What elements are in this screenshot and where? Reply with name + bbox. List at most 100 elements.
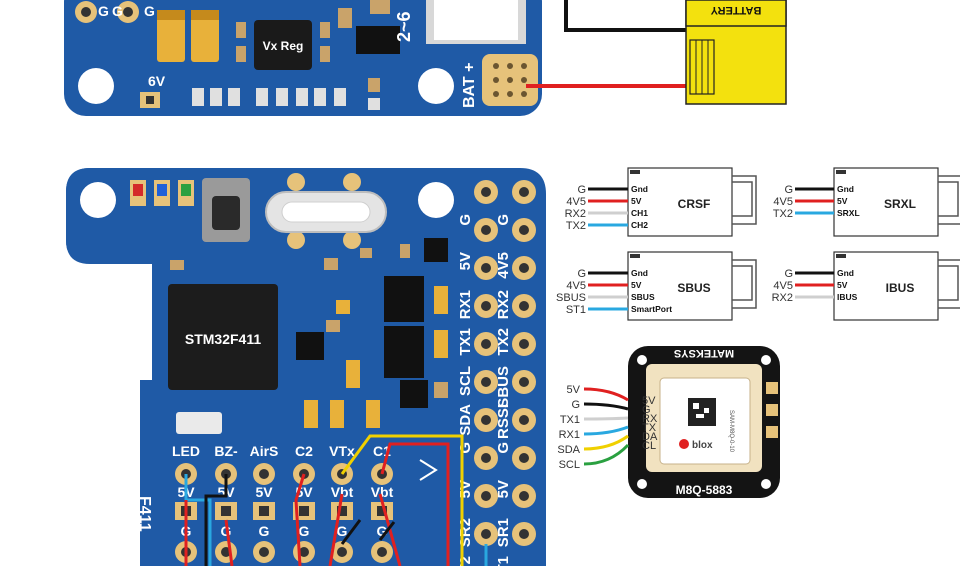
- bottom-label: BZ-: [214, 443, 238, 459]
- pad-label-outer: RSSI: [495, 404, 512, 439]
- pad: [371, 541, 393, 563]
- pad: [253, 463, 275, 485]
- pin-label: 5V: [837, 280, 848, 290]
- wire-label: G: [577, 184, 586, 196]
- wire-label: 4V5: [773, 280, 793, 292]
- pad-label-outer: SBUS: [495, 366, 512, 408]
- gps-wire: [583, 416, 629, 421]
- pad: [512, 180, 536, 204]
- pin-label: G: [144, 3, 155, 19]
- pad: [215, 541, 237, 563]
- pin-label: CH1: [631, 208, 648, 218]
- pad: [293, 502, 315, 520]
- pad: [512, 332, 536, 356]
- gps-wire: [583, 425, 629, 436]
- wire-label: G: [577, 268, 586, 280]
- receiver-name: IBUS: [886, 281, 915, 295]
- bottom-label: AirS: [250, 443, 279, 459]
- pin-label: SRXL: [837, 208, 860, 218]
- pad-label-inner: ST2: [457, 556, 474, 566]
- gps-wire: [583, 402, 629, 411]
- model-label: F411: [136, 496, 153, 532]
- gps-wire: [583, 387, 629, 402]
- bottom-label-row3: G: [299, 523, 310, 539]
- wire-label: TX2: [566, 220, 586, 232]
- crystal: [176, 412, 222, 434]
- bottom-label-row3: G: [337, 523, 348, 539]
- pad-label-outer: SR1: [495, 518, 512, 547]
- pin-label: 5V: [631, 280, 642, 290]
- battery: BATTERY: [685, 0, 787, 105]
- pad-label-inner: G: [457, 214, 474, 226]
- gps-wire-label: TX1: [560, 414, 580, 426]
- regulator-chip: [254, 20, 312, 70]
- regulator-label: Vx Reg: [263, 39, 304, 53]
- pad-label-inner: RX1: [457, 290, 474, 319]
- pin-label: Gnd: [837, 184, 854, 194]
- mount-hole: [418, 68, 454, 104]
- wire-label: SBUS: [556, 292, 586, 304]
- wire-label: G: [784, 268, 793, 280]
- pin-label: CH2: [631, 220, 648, 230]
- gps-wire-label: SDA: [557, 444, 580, 456]
- wire-label: RX2: [772, 292, 793, 304]
- pin-label: Gnd: [631, 184, 648, 194]
- gps-wire: [583, 443, 630, 466]
- bottom-label-row2: Vbt: [371, 484, 394, 500]
- wire-label: ST1: [566, 304, 586, 316]
- gps-module-text: SAM-M8Q-0-10: [728, 410, 734, 453]
- pad: [512, 522, 536, 546]
- receiver-name: SBUS: [677, 281, 710, 295]
- wire-label: RX2: [565, 208, 586, 220]
- pad: [331, 502, 353, 520]
- pad: [512, 446, 536, 470]
- gps-wire-label: 5V: [567, 384, 581, 396]
- pad: [253, 541, 275, 563]
- pad-label-inner: G: [457, 442, 474, 454]
- pin-label: G: [98, 3, 109, 19]
- pad: [512, 294, 536, 318]
- wire-label: 4V5: [566, 280, 586, 292]
- pad: [512, 218, 536, 242]
- range-label: 2~6: [394, 11, 414, 42]
- pad-label-inner: SDA: [457, 404, 474, 436]
- gps-pin-label: 5V: [642, 395, 656, 407]
- mount-hole: [78, 68, 114, 104]
- gps-wire-label: SCL: [559, 459, 580, 471]
- voltage-label: 6V: [148, 73, 166, 89]
- pin-label: G: [112, 3, 123, 19]
- battery-label: BATTERY: [710, 4, 761, 16]
- wire-label: 4V5: [773, 196, 793, 208]
- pad: [474, 484, 498, 508]
- battery-pad-label: BAT +: [461, 63, 478, 108]
- gps-pin-label: G: [642, 404, 651, 416]
- pin-label: 5V: [631, 196, 642, 206]
- receiver-name: CRSF: [678, 197, 711, 211]
- pad-label-inner: TX1: [457, 328, 474, 356]
- bottom-label-row3: G: [377, 523, 388, 539]
- bottom-label: VTx: [329, 443, 355, 459]
- pad: [474, 522, 498, 546]
- gps-pin-label: CL: [642, 440, 656, 452]
- wire-label: G: [784, 184, 793, 196]
- pad-label-outer: RX2: [495, 290, 512, 319]
- top-board: G G G Vx Reg 6V 2~6: [64, 0, 542, 116]
- pad-label-inner: SCL: [457, 366, 474, 396]
- gps-brand-label: MATEKSYS: [674, 347, 734, 359]
- pad: [474, 218, 498, 242]
- pin-label: IBUS: [837, 292, 858, 302]
- pin-label: SBUS: [631, 292, 655, 302]
- pad: [512, 408, 536, 432]
- pad: [474, 408, 498, 432]
- bottom-wires: [184, 434, 488, 566]
- model-label-2: WTE: [118, 496, 135, 532]
- gps-pin-label: TX: [642, 422, 657, 434]
- gps-module: MATEKSYS M8Q-5883 SAM-M8Q-0-10 blox 5V5V…: [557, 346, 780, 498]
- pad-label-outer: G: [495, 214, 512, 226]
- gps-wire-label: RX1: [559, 429, 580, 441]
- pad-label-inner: 5V: [457, 480, 474, 498]
